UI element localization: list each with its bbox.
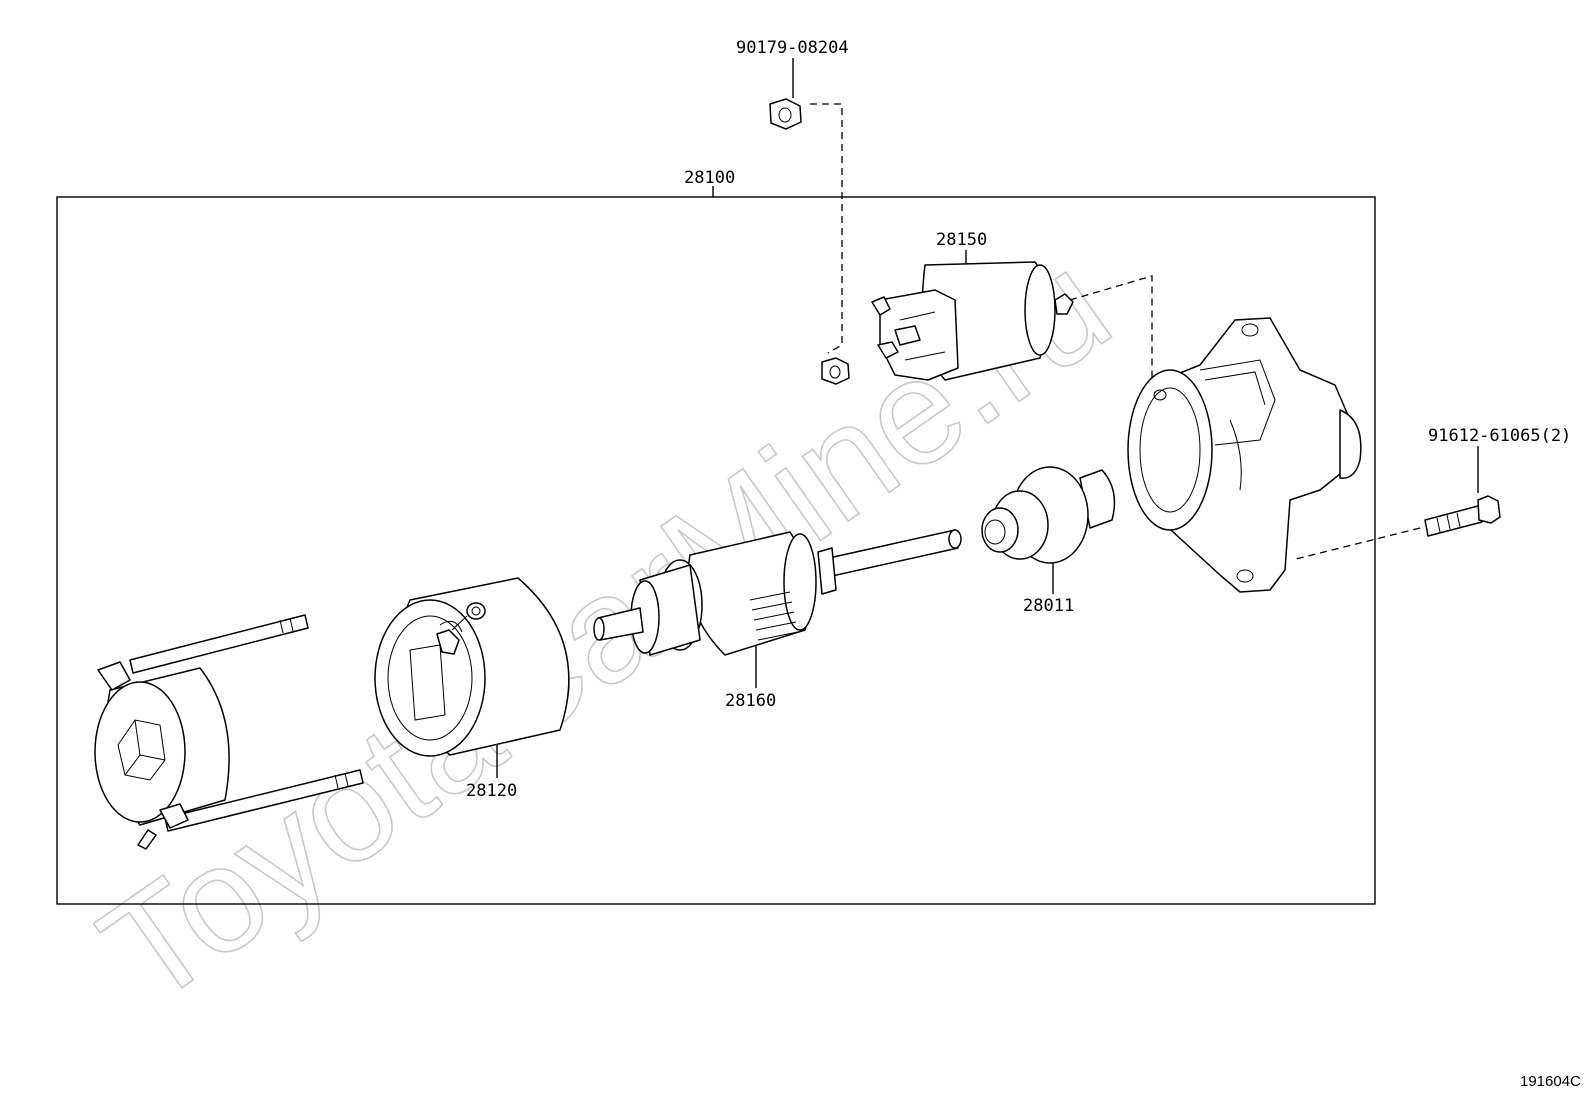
assembly-box [56,196,1376,905]
yoke-part: 28120 [374,577,570,801]
reference-code: 191604C [1520,1073,1581,1090]
part-label-bolt: 91612-61065(2) [1428,426,1571,446]
pinion-clutch-part: 28011 [981,466,1116,616]
part-label-nut: 90179-08204 [736,38,849,58]
bolt-part: 91612-61065(2) [1291,426,1571,561]
solenoid-part: 28150 [821,230,1156,426]
assembly-label: 28100 [684,168,735,188]
part-label-armature: 28160 [725,691,776,711]
nut-part: 90179-08204 [736,38,849,354]
part-label-yoke: 28120 [466,781,517,801]
part-label-pinion-clutch: 28011 [1023,596,1074,616]
end-frame-part [94,614,364,850]
drive-housing-part [1127,317,1362,593]
part-label-solenoid: 28150 [936,230,987,250]
armature-part: 28160 [593,529,962,711]
